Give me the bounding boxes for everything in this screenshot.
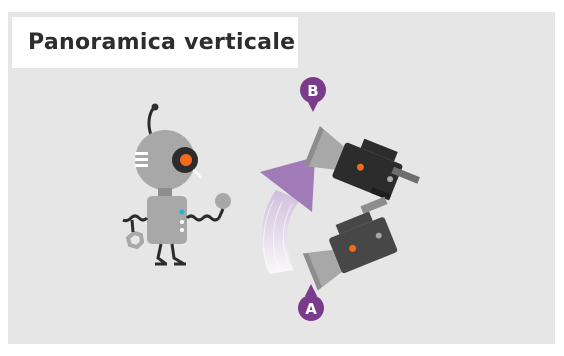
marker-a: A xyxy=(298,284,324,321)
tilt-arrow xyxy=(260,157,315,275)
marker-b: B xyxy=(300,77,326,112)
title-box: Panoramica verticale xyxy=(12,17,298,68)
page-title: Panoramica verticale xyxy=(28,30,296,55)
marker-a-label: A xyxy=(305,300,317,318)
scene-illustration: B A xyxy=(122,77,420,321)
camera-bottom-icon xyxy=(302,196,398,291)
marker-b-label: B xyxy=(307,82,318,100)
camera-top-icon xyxy=(303,125,420,201)
robot-character xyxy=(122,103,231,266)
illustration-panel: Panoramica verticale xyxy=(8,12,555,344)
